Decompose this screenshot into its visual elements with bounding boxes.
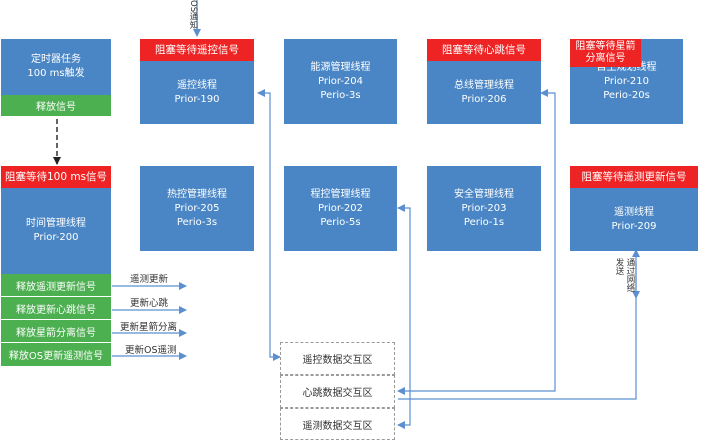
telemetry-title: 遥测线程 (614, 206, 654, 218)
bus-prior: Prior-206 (461, 93, 507, 105)
os-notify-label: OS通知 (188, 0, 198, 30)
thermal-thread-box: 热控管理线程 Prior-205 Perio-3s (140, 166, 254, 251)
safety-prior: Prior-203 (461, 202, 507, 214)
remote-data-exchange-area: 遥控数据交互区 (280, 342, 395, 375)
release-arrow-label-4: 更新OS遥测 (125, 345, 177, 356)
timer-task-title: 定时器任务 (31, 54, 81, 65)
release-item-4: 释放OS更新遥测信号 (1, 343, 111, 367)
program-control-prior: Prior-202 (317, 202, 364, 214)
release-item-3: 释放星箭分离信号 (1, 320, 111, 343)
time-mgmt-block-label: 阻塞等待100 ms信号 (1, 166, 111, 188)
bus-thread-box: 总线管理线程 Prior-206 (427, 61, 541, 124)
telemetry-block-label: 阻塞等待遥测更新信号 (570, 166, 698, 188)
safety-thread-box: 安全管理线程 Prior-203 Perio-1s (427, 166, 541, 251)
remote-control-prior: Prior-190 (174, 93, 220, 105)
energy-prior: Prior-204 (317, 75, 364, 87)
energy-period: Perio-3s (320, 89, 361, 101)
timer-task-trigger: 100 ms触发 (27, 68, 85, 79)
remote-control-block-label: 阻塞等待遥控信号 (140, 39, 254, 61)
remote-control-thread-box: 遥控线程 Prior-190 (140, 61, 254, 124)
remote-control-title: 遥控线程 (177, 79, 217, 91)
energy-title: 能源管理线程 (310, 61, 371, 73)
bus-block-label: 阻塞等待心跳信号 (427, 39, 541, 61)
thermal-period: Perio-3s (176, 216, 218, 228)
heartbeat-data-exchange-area: 心跳数据交互区 (280, 375, 395, 408)
program-exchange-link (397, 204, 411, 429)
release-arrow-label-3: 更新星箭分离 (120, 322, 178, 333)
autonomous-title: 自主规划线程 (596, 61, 657, 73)
release-arrow-label-2: 更新心跳 (130, 298, 169, 309)
bus-exchange-link (397, 89, 556, 395)
safety-period: Perio-1s (463, 216, 505, 228)
autonomous-period: Perio-20s (603, 89, 650, 101)
safety-title: 安全管理线程 (454, 188, 514, 200)
telemetry-prior: Prior-209 (611, 220, 657, 232)
release-item-2: 释放更新心跳信号 (1, 297, 111, 320)
thermal-prior: Prior-205 (174, 202, 220, 214)
autonomous-block-label: 阻塞等待星箭分离信号 (570, 39, 641, 67)
energy-thread-box: 能源管理线程 Prior-204 Perio-3s (284, 39, 397, 124)
program-control-title: 程控管理线程 (310, 188, 371, 200)
thermal-title: 热控管理线程 (167, 188, 227, 200)
telemetry-exchange-link (398, 262, 637, 400)
release-arrow-label-1: 遥测更新 (130, 274, 169, 285)
network-label: 通过网络发送 (614, 258, 635, 292)
time-mgmt-title: 时间管理线程 (26, 218, 86, 229)
time-mgmt-box: 时间管理线程 Prior-200 (1, 188, 111, 274)
bus-title: 总线管理线程 (454, 79, 514, 91)
program-control-thread-box: 程控管理线程 Prior-202 Perio-5s (284, 166, 397, 251)
release-signal: 释放信号 (1, 95, 111, 117)
remote-exchange-link (257, 89, 281, 361)
telemetry-thread-box: 遥测线程 Prior-209 (570, 188, 698, 251)
telemetry-data-exchange-area: 遥测数据交互区 (280, 408, 395, 440)
program-control-period: Perio-5s (320, 216, 361, 228)
release-item-1: 释放遥测更新信号 (1, 274, 111, 297)
timer-task-box: 定时器任务 100 ms触发 (1, 39, 111, 95)
time-mgmt-prior: Prior-200 (33, 232, 79, 243)
autonomous-prior: Prior-210 (603, 75, 650, 87)
